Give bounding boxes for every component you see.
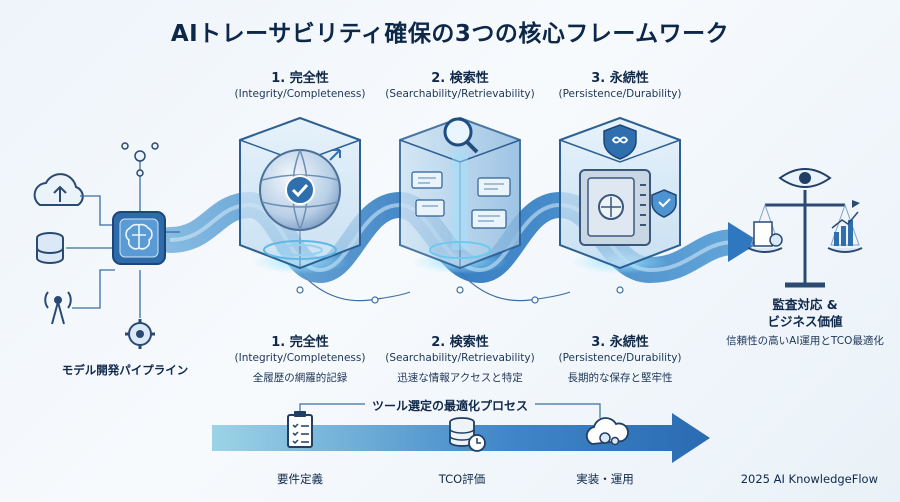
integrity-cube: [239, 116, 361, 274]
page-title: AIトレーサビリティ確保の3つの核心フレームワーク: [170, 21, 730, 47]
audit-subtitle: 信頼性の高いAI運用とTCO最適化: [726, 335, 884, 347]
cloud-upload-icon: [33, 173, 84, 206]
audit-scale-icon: [747, 168, 863, 288]
audit-title-line1: 監査対応 &: [772, 297, 838, 312]
pipeline-hub: [33, 142, 180, 349]
framework-bottom-persistence: 3. 永続性 (Persistence/Durability) 長期的な保存と堅…: [520, 331, 720, 385]
framework-bottom-integrity: 1. 完全性 (Integrity/Completeness) 全履歴の網羅的記…: [200, 331, 400, 385]
framework-name: 3. 永続性: [591, 71, 649, 86]
eye-icon: [778, 168, 832, 188]
framework-top-integrity: 1. 完全性 (Integrity/Completeness): [200, 67, 400, 100]
coins-clock-icon: [449, 417, 486, 452]
globe-puzzle-icon: [259, 149, 341, 231]
magnifier-icon: [443, 117, 479, 154]
circuit-lines: [296, 271, 624, 304]
framework-top-persistence: 3. 永続性 (Persistence/Durability): [520, 67, 720, 100]
persistence-cube: [559, 116, 681, 274]
cloud-gears-icon: [585, 417, 629, 446]
vault-icon: [579, 169, 651, 246]
footer-credit: 2025 AI KnowledgeFlow: [740, 472, 878, 486]
framework-description: 迅速な情報アクセスと特定: [397, 372, 523, 384]
process-step-tco: TCO評価: [438, 472, 486, 486]
framework-english: (Integrity/Completeness): [234, 88, 366, 100]
document-gear-icon: [753, 221, 783, 247]
database-icon: [36, 232, 64, 264]
pipeline-label: モデル開発パイプライン: [61, 363, 189, 377]
antenna-icon: [44, 291, 72, 325]
framework-english: (Searchability/Retrievability): [385, 88, 535, 100]
framework-english: (Persistence/Durability): [558, 88, 682, 100]
audit-title-line2: ビジネス価値: [767, 314, 843, 329]
clipboard-checklist-icon: [287, 411, 313, 448]
shield-check-icon: [651, 189, 677, 218]
framework-name: 1. 完全性: [271, 71, 329, 86]
framework-bottom-searchability: 2. 検索性 (Searchability/Retrievability) 迅速…: [360, 331, 560, 385]
process-title: ツール選定の最適化プロセス: [371, 399, 528, 413]
data-cards: [411, 171, 511, 229]
gear-icon: [125, 319, 155, 349]
process-step-requirements: 要件定義: [277, 472, 323, 486]
framework-name: 3. 永続性: [591, 335, 649, 350]
framework-description: 全履歴の網羅的記録: [252, 372, 348, 384]
growth-chart-icon: [831, 200, 860, 246]
framework-name: 2. 検索性: [431, 71, 489, 86]
framework-description: 長期的な保存と堅牢性: [567, 372, 673, 384]
process-arrow: [212, 403, 710, 463]
brain-chip-icon: [125, 223, 153, 250]
infinity-shield-icon: [603, 124, 637, 160]
framework-top-searchability: 2. 検索性 (Searchability/Retrievability): [360, 67, 560, 100]
searchability-cube: [399, 116, 521, 274]
network-node-icon: [121, 142, 159, 177]
audit-block: 監査対応 & ビジネス価値 信頼性の高いAI運用とTCO最適化: [715, 296, 895, 348]
framework-name: 1. 完全性: [271, 335, 329, 350]
process-step-implementation: 実装・運用: [576, 472, 634, 486]
framework-english: (Searchability/Retrievability): [385, 352, 535, 364]
framework-english: (Persistence/Durability): [558, 352, 682, 364]
framework-name: 2. 検索性: [431, 335, 489, 350]
framework-english: (Integrity/Completeness): [234, 352, 366, 364]
